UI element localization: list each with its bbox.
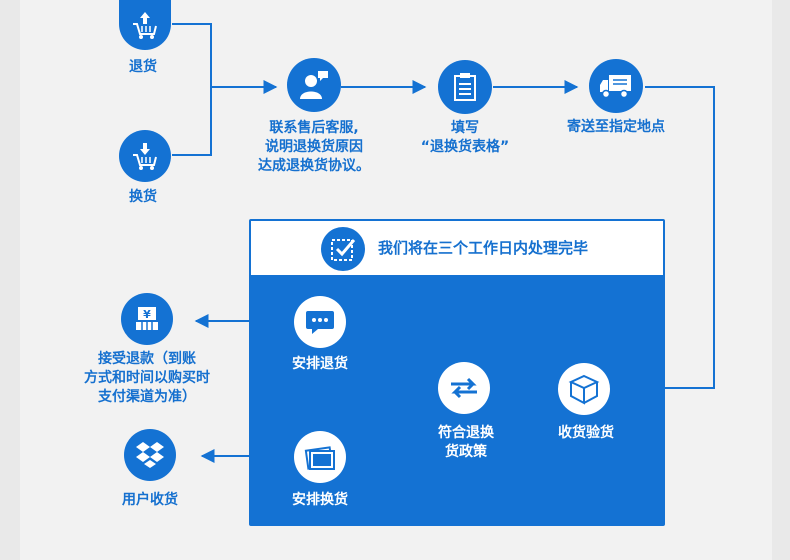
exchange-goods-icon (119, 130, 171, 182)
contact-service-label: 联系售后客服, 说明退换货原因 达成退换货协议。 (258, 120, 370, 174)
exchange-goods-label: 换货 (129, 189, 157, 205)
exchange-arrows-icon (451, 377, 477, 399)
cart-down-icon (133, 143, 157, 170)
arrow-to-receive (619, 86, 715, 395)
arrange-refund-label: 安排退货 (292, 356, 348, 372)
ship-to-address-label: 寄送至指定地点 (567, 119, 665, 135)
ship-to-address-icon (589, 59, 643, 113)
policy-check-label: 符合退换 货政策 (438, 425, 494, 460)
clipboard-icon (454, 73, 476, 101)
checkbox-icon (321, 227, 365, 271)
arrange-refund-icon (294, 296, 346, 348)
return-goods-icon (119, 0, 171, 50)
accept-refund-label: 接受退款（到账 方式和时间以购买时 支付渠道为准） (84, 351, 210, 405)
receive-inspect-label: 收货验货 (558, 425, 614, 441)
policy-check-icon (438, 362, 490, 414)
contact-service-icon (287, 58, 341, 112)
bracket-line (172, 23, 212, 156)
cart-up-icon (133, 12, 157, 39)
svg-text:¥: ¥ (143, 308, 151, 321)
chat-bubble-icon (306, 311, 334, 334)
yuan-hand-icon: ¥ (136, 307, 158, 330)
dropbox-icon (136, 442, 164, 468)
support-person-icon (300, 71, 328, 99)
processing-box-title: 我们将在三个工作日内处理完毕 (378, 239, 589, 257)
fill-form-label: 填写 “退换货表格” (420, 120, 510, 155)
cards-icon (304, 446, 335, 470)
fill-form-icon (438, 60, 492, 114)
accept-refund-icon: ¥ (121, 293, 173, 345)
user-receive-icon (124, 429, 176, 481)
arrange-exchange-label: 安排换货 (292, 492, 348, 508)
user-receive-label: 用户收货 (122, 492, 178, 508)
receive-inspect-icon (558, 363, 610, 415)
processing-box-header: 我们将在三个工作日内处理完毕 (251, 221, 663, 275)
arrange-exchange-icon (294, 431, 346, 483)
package-icon (568, 374, 600, 405)
truck-icon (600, 75, 631, 99)
return-goods-label: 退货 (129, 59, 157, 75)
